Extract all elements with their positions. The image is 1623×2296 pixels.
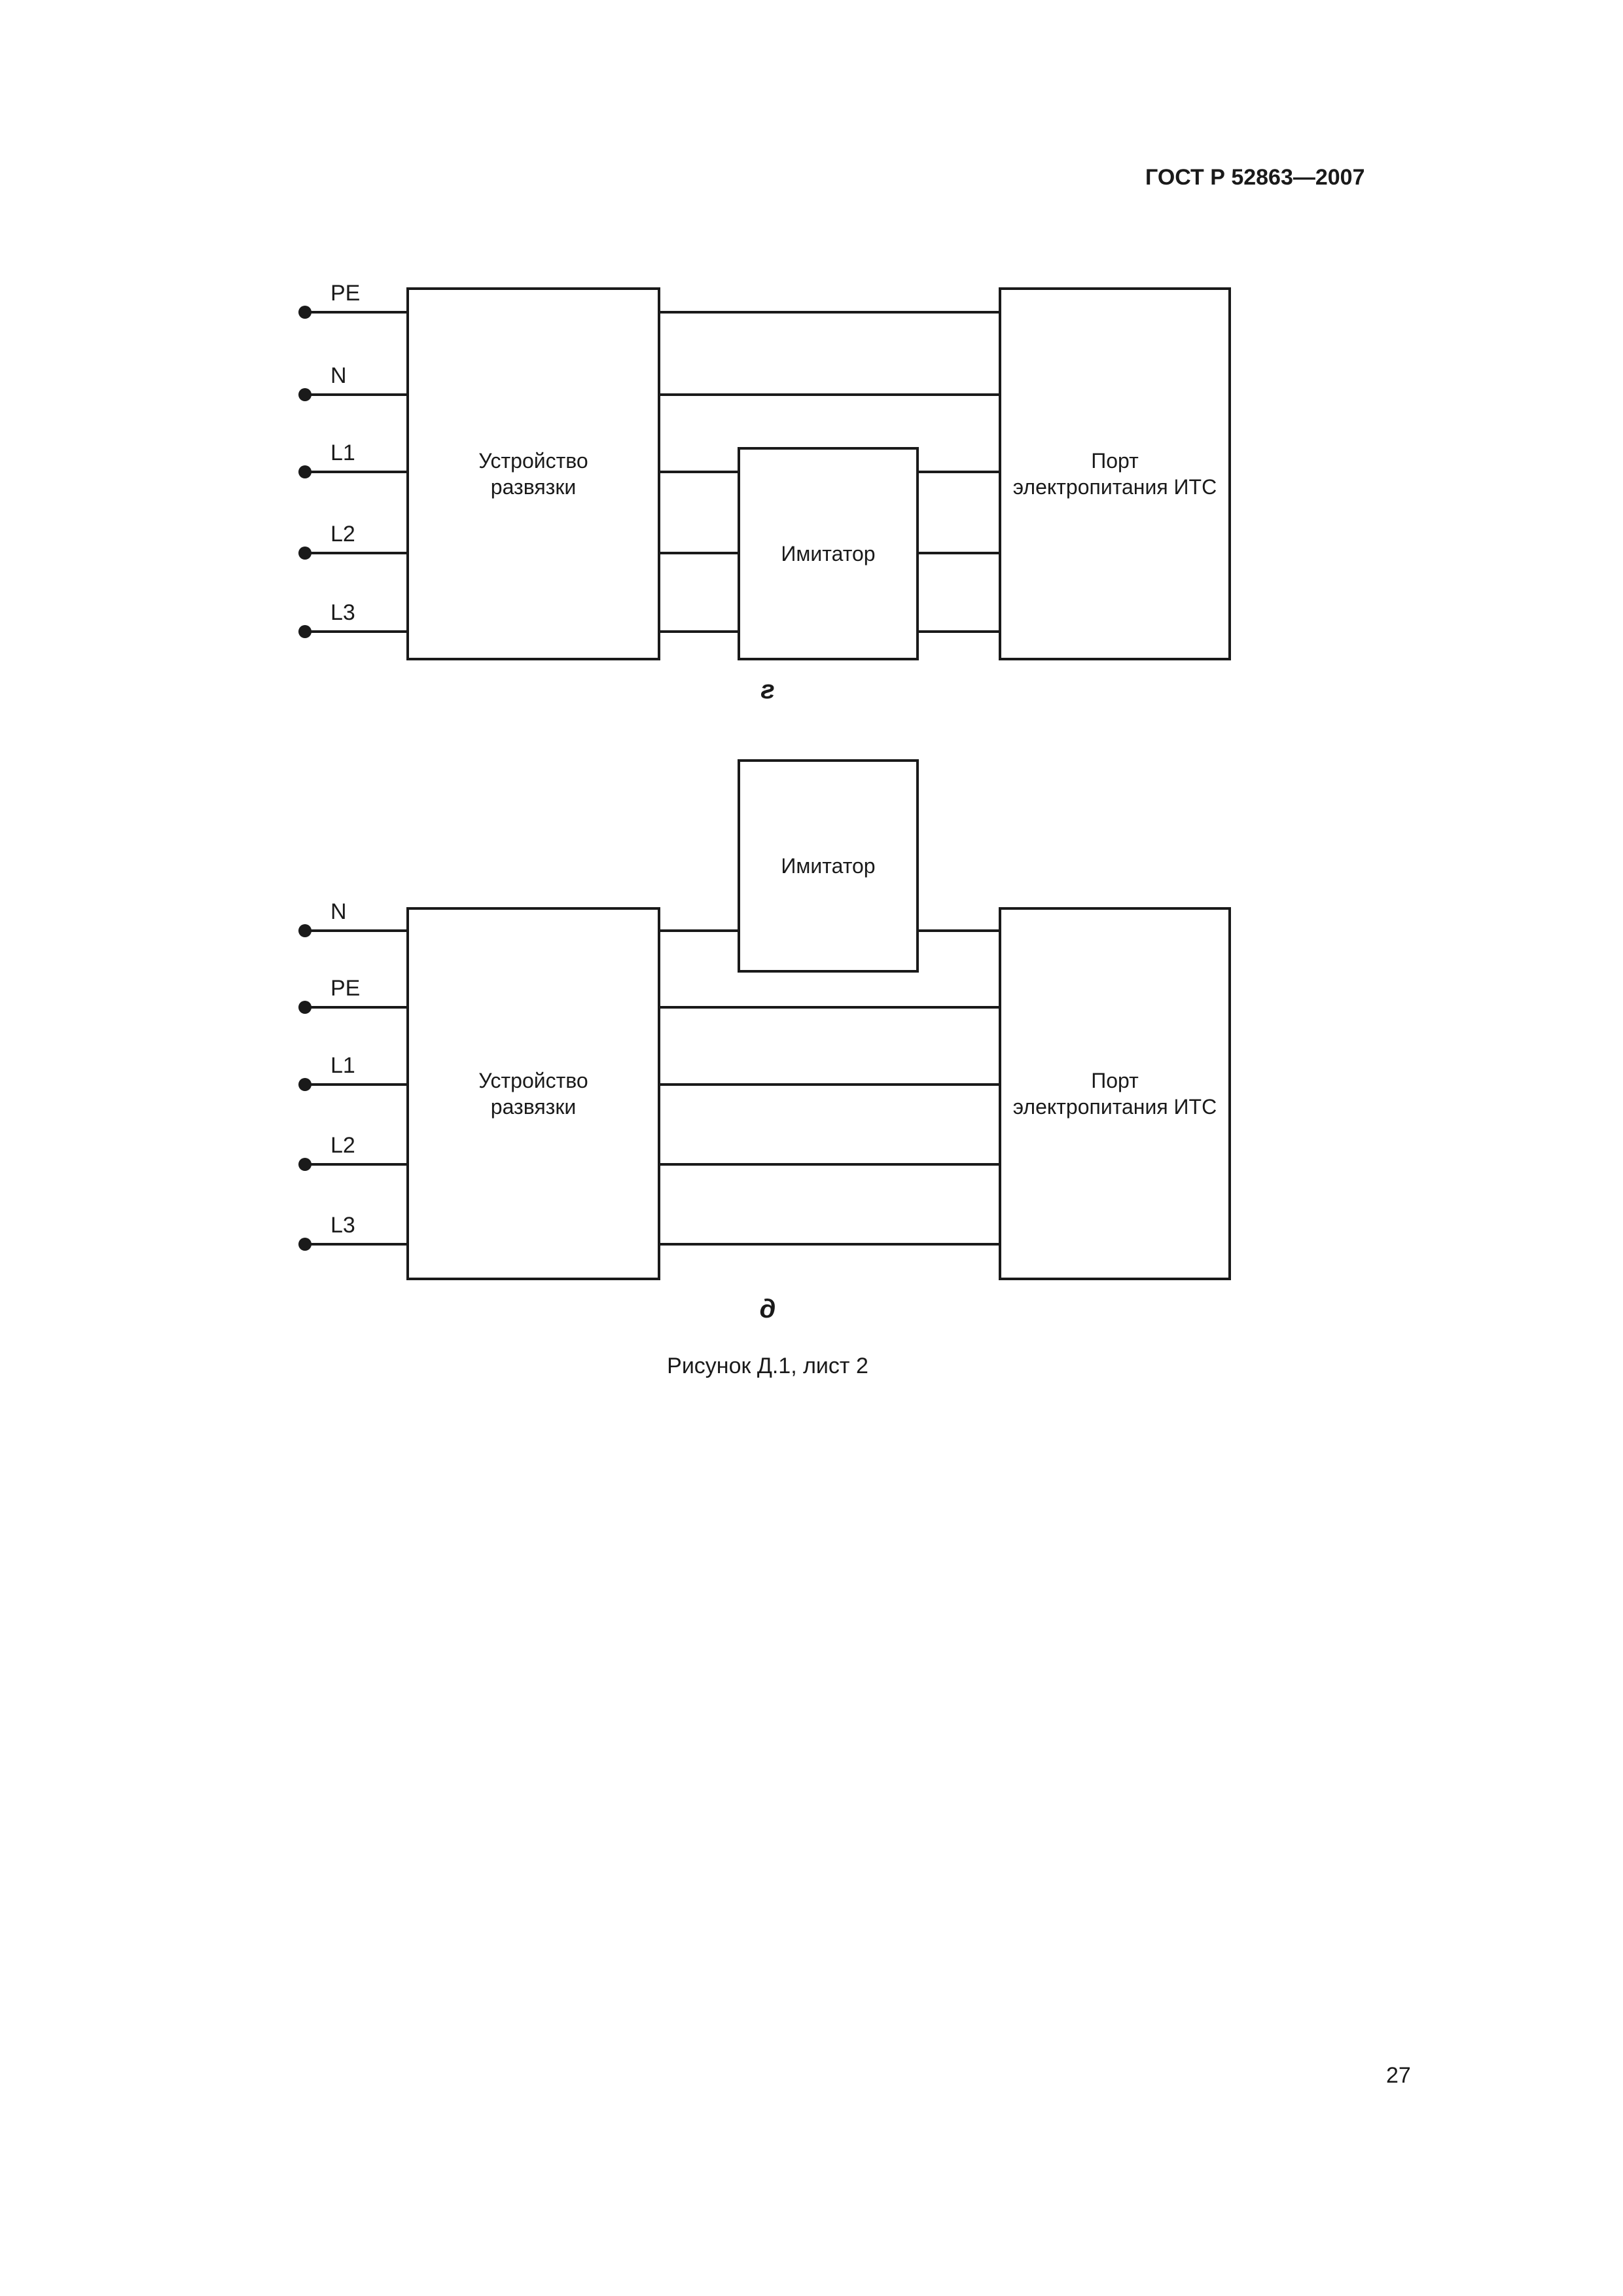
diagram-g-label: г (760, 675, 775, 704)
connection-line-l1 (660, 1083, 999, 1086)
terminal-line (305, 1083, 406, 1086)
terminal-line (305, 552, 406, 554)
simulator-label: Имитатор (781, 542, 876, 565)
terminal-label-l2: L2 (330, 522, 355, 547)
connection-line-l2-left (660, 552, 738, 554)
connection-line-n (660, 393, 999, 396)
connection-line-l1-right (919, 471, 999, 473)
connection-line-pe (660, 311, 999, 314)
connection-line-l3 (660, 1243, 999, 1246)
terminal-line (305, 1006, 406, 1009)
decoupler-label-line1: Устройство (478, 1069, 588, 1092)
diagram-d-label: д (759, 1295, 776, 1323)
terminal-line (305, 311, 406, 314)
connection-line-n-right (919, 929, 999, 932)
connection-line-l1-left (660, 471, 738, 473)
terminal-label-pe: PE (330, 281, 361, 306)
decoupler-label-line1: Устройство (478, 449, 588, 473)
decoupler-label-line2: развязки (490, 1095, 577, 1119)
connection-line-l2-right (919, 552, 999, 554)
terminal-label-l3: L3 (330, 1213, 355, 1238)
terminal-label-pe: PE (330, 976, 361, 1001)
connection-line-l3-left (660, 630, 738, 633)
connection-line-n-left (660, 929, 738, 932)
simulator-box: Имитатор (738, 759, 919, 973)
decoupler-label-line2: развязки (490, 475, 577, 499)
terminal-line (305, 929, 406, 932)
connection-line-l2 (660, 1163, 999, 1166)
figure-caption: Рисунок Д.1, лист 2 (667, 1354, 868, 1378)
power-port-label-line1: Порт (1091, 449, 1139, 473)
terminal-label-l3: L3 (330, 600, 355, 625)
simulator-label: Имитатор (781, 854, 876, 878)
terminal-line (305, 1163, 406, 1166)
power-port-label-line2: электропитания ИТС (1012, 475, 1217, 499)
terminal-label-n: N (330, 899, 347, 924)
terminal-line (305, 630, 406, 633)
page-number: 27 (1386, 2063, 1411, 2088)
power-port-label-line2: электропитания ИТС (1012, 1095, 1217, 1119)
terminal-label-l1: L1 (330, 440, 355, 465)
connection-line-pe (660, 1006, 999, 1009)
terminal-label-l2: L2 (330, 1133, 355, 1158)
simulator-box: Имитатор (738, 447, 919, 660)
connection-line-l3-right (919, 630, 999, 633)
decoupler-box: Устройство развязки (406, 907, 660, 1280)
terminal-label-n: N (330, 363, 347, 388)
power-port-label-line1: Порт (1091, 1069, 1139, 1092)
decoupler-box: Устройство развязки (406, 287, 660, 660)
terminal-line (305, 393, 406, 396)
terminal-label-l1: L1 (330, 1053, 355, 1078)
document-header: ГОСТ Р 52863—2007 (1145, 165, 1365, 190)
terminal-line (305, 1243, 406, 1246)
power-port-box: Порт электропитания ИТС (999, 907, 1231, 1280)
terminal-line (305, 471, 406, 473)
power-port-box: Порт электропитания ИТС (999, 287, 1231, 660)
